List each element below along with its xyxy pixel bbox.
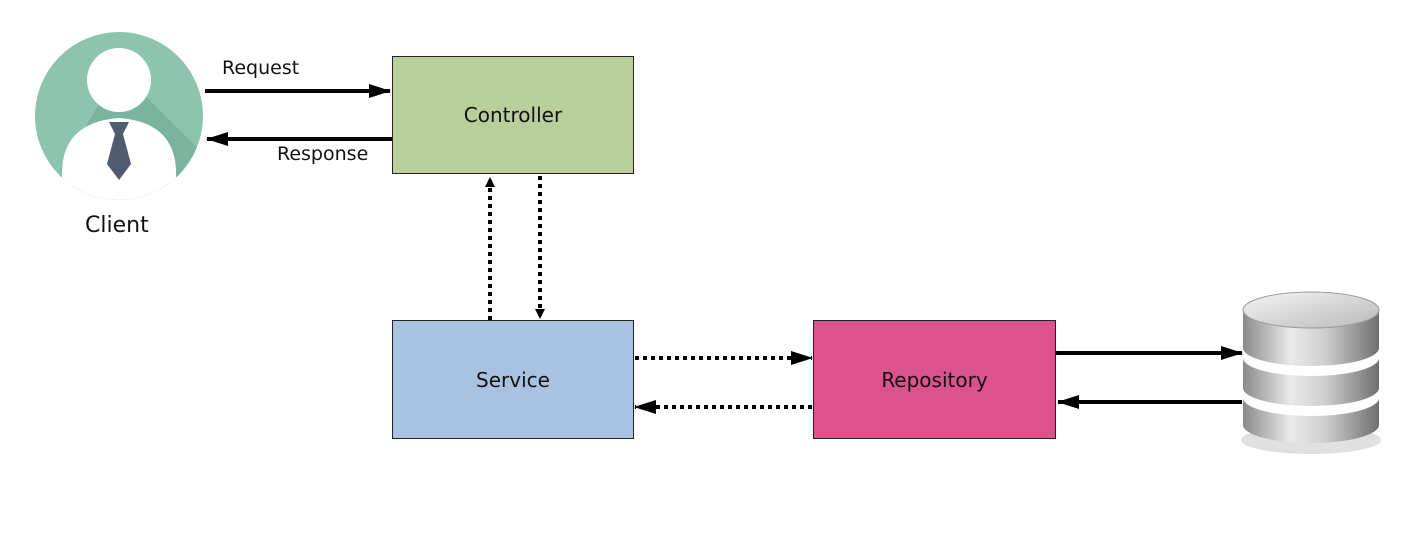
service-box: Service	[392, 320, 634, 439]
request-label: Request	[222, 57, 300, 79]
client-avatar-icon	[35, 32, 203, 200]
repository-label: Repository	[881, 367, 988, 392]
response-label: Response	[277, 143, 369, 165]
controller-box: Controller	[392, 56, 634, 174]
client-label: Client	[85, 213, 149, 238]
controller-label: Controller	[463, 103, 563, 127]
repository-box: Repository	[813, 320, 1056, 439]
service-label: Service	[476, 367, 550, 392]
database-icon	[1241, 291, 1381, 454]
